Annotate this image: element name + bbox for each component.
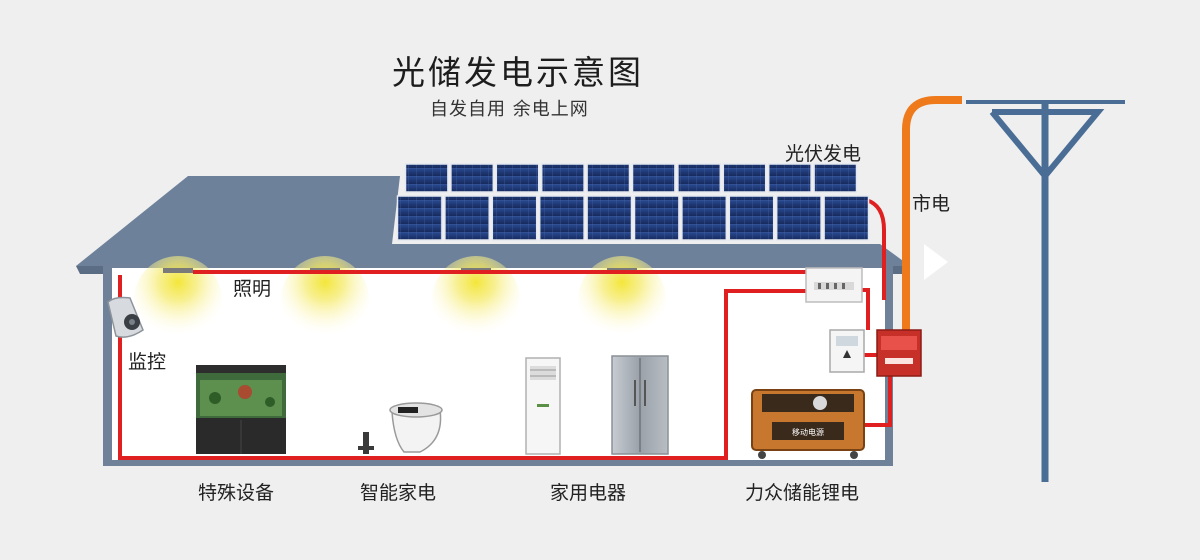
grid-wire [902, 96, 962, 332]
inverter [876, 329, 922, 377]
page-title: 光储发电示意图 [392, 53, 644, 92]
solar-panel [681, 195, 728, 241]
solar-panel [823, 195, 870, 241]
solar-panel [813, 163, 858, 193]
solar-panels [396, 163, 870, 241]
label-home-appliances: 家用电器 [550, 482, 627, 504]
label-lighting: 照明 [233, 278, 272, 300]
label-grid: 市电 [912, 193, 951, 215]
solar-panel [444, 195, 491, 241]
label-special-equipment: 特殊设备 [198, 482, 275, 504]
solar-panel [767, 163, 812, 193]
label-storage: 力众储能锂电 [745, 482, 860, 504]
red-wiring [118, 198, 892, 460]
solar-panel [677, 163, 722, 193]
storage-unit-text: 移动电源 [792, 427, 824, 437]
aquarium-cabinet [196, 365, 286, 454]
export-arrow [924, 244, 948, 280]
label-pv: 光伏发电 [785, 143, 862, 165]
solar-panel [540, 163, 585, 193]
refrigerator [611, 355, 669, 455]
solar-panel [728, 195, 775, 241]
solar-panel [722, 163, 767, 193]
solar-panel [586, 195, 633, 241]
solar-panel [775, 195, 822, 241]
solar-panel [633, 195, 680, 241]
standing-air-conditioner [525, 357, 561, 455]
lighting-glows [134, 256, 666, 344]
storage-battery: 移动电源 [751, 389, 865, 459]
solar-panel [586, 163, 631, 193]
solar-panel [396, 195, 443, 241]
solar-panel [631, 163, 676, 193]
solar-panel [404, 163, 449, 193]
distribution-box [805, 267, 863, 303]
solar-panel [538, 195, 585, 241]
smart-toilet [358, 402, 443, 454]
meter-box [829, 329, 865, 373]
solar-panel [450, 163, 495, 193]
solar-panel [491, 195, 538, 241]
label-monitoring: 监控 [128, 351, 167, 373]
utility-pole [966, 100, 1125, 482]
solar-panel [495, 163, 540, 193]
security-camera [107, 296, 144, 338]
label-smart-appliances: 智能家电 [360, 482, 437, 504]
page-subtitle: 自发自用 余电上网 [430, 99, 589, 120]
